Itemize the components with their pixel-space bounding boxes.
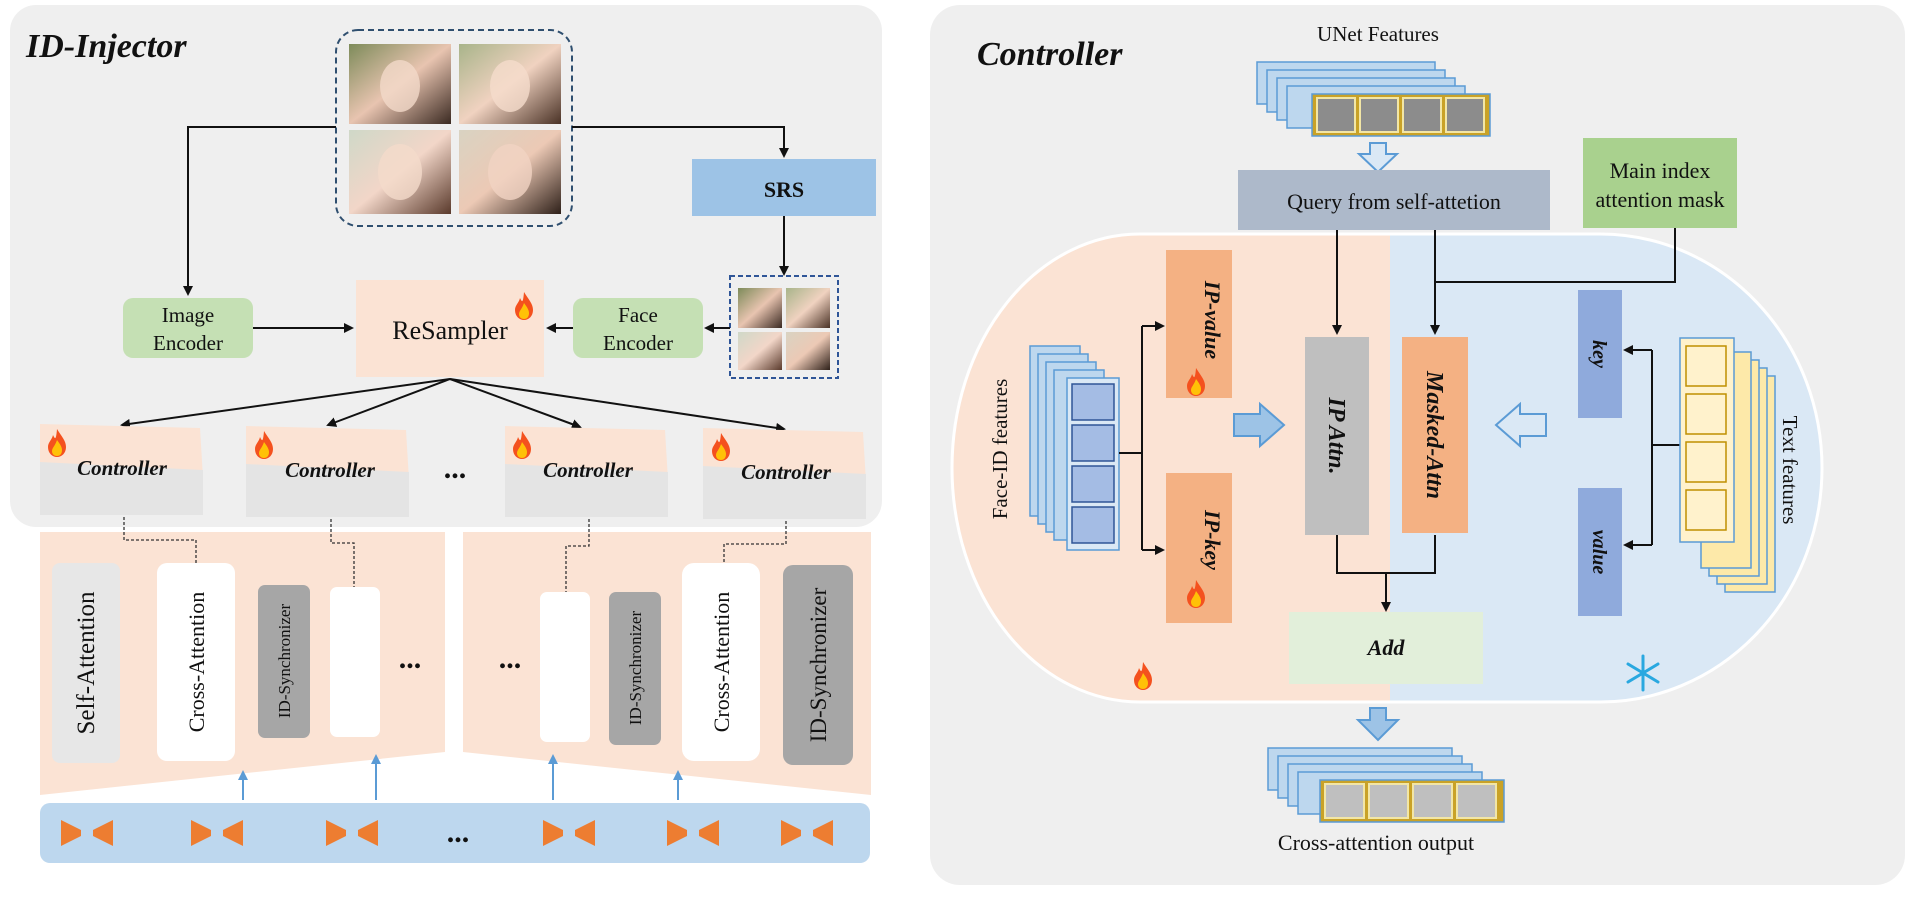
id-synchronizer-label-2: ID-Synchronizer bbox=[626, 611, 645, 726]
main-mask-line2: attention mask bbox=[1596, 187, 1725, 212]
output-block-arrow bbox=[1355, 707, 1401, 742]
key-label: key bbox=[1588, 340, 1610, 368]
add-box bbox=[1289, 612, 1483, 684]
key-box bbox=[1578, 290, 1622, 418]
face-id-features-stack bbox=[1029, 345, 1120, 551]
controller-label-3: Controller bbox=[543, 458, 634, 482]
main-index-mask-box bbox=[1583, 138, 1737, 228]
bottom-bar-ellipsis: ... bbox=[447, 816, 470, 849]
id-synchronizer-block-3 bbox=[783, 565, 853, 765]
image-encoder-line2: Encoder bbox=[153, 331, 223, 355]
id-synchronizer-block-2 bbox=[609, 592, 661, 745]
cross-attention-block-1 bbox=[157, 563, 235, 761]
controller-label-2: Controller bbox=[285, 458, 376, 482]
unet-features-label: UNet Features bbox=[1317, 22, 1439, 46]
unet-ellipsis-2: ... bbox=[499, 642, 522, 675]
resampler bbox=[356, 280, 544, 377]
value-label: value bbox=[1588, 530, 1610, 575]
srs-block bbox=[692, 159, 876, 216]
resampler-label: ReSampler bbox=[392, 316, 508, 345]
id-synchronizer-block-1 bbox=[258, 585, 310, 738]
self-attention-label: Self-Attention bbox=[73, 591, 100, 735]
image-encoder bbox=[123, 298, 253, 358]
id-synchronizer-label-3: ID-Synchronizer bbox=[806, 587, 831, 742]
controller-block-1: Controller bbox=[40, 424, 203, 515]
ip-attn-box bbox=[1305, 337, 1369, 535]
controller-label-4: Controller bbox=[741, 460, 832, 484]
empty-block-2 bbox=[540, 592, 590, 742]
id-injector-panel bbox=[10, 5, 882, 527]
controller-label-1: Controller bbox=[77, 456, 168, 480]
id-injector-title: ID-Injector bbox=[25, 28, 187, 65]
ip-attn-label: IP Attn. bbox=[1323, 397, 1349, 475]
ip-value-label: IP-value bbox=[1200, 280, 1225, 359]
controller-block-3: Controller bbox=[505, 426, 668, 517]
query-label: Query from self-attetion bbox=[1287, 189, 1501, 214]
face-id-features-label: Face-ID features bbox=[988, 379, 1012, 520]
ip-key-label: IP-key bbox=[1200, 509, 1225, 570]
main-mask-line1: Main index bbox=[1610, 158, 1711, 183]
snowflake-icon bbox=[1626, 654, 1660, 692]
cross-attention-block-2 bbox=[682, 563, 760, 761]
face-encoder-line1: Face bbox=[618, 303, 658, 327]
reference-photos bbox=[335, 29, 573, 227]
down-block-arrow bbox=[1356, 142, 1400, 174]
query-box bbox=[1238, 170, 1550, 230]
masked-attn-label: Masked-Attn bbox=[1421, 370, 1447, 499]
controller-title: Controller bbox=[977, 36, 1123, 73]
left-block-arrow bbox=[1494, 401, 1547, 449]
cross-attention-label-1: Cross-Attention bbox=[184, 592, 209, 733]
cross-attention-label-2: Cross-Attention bbox=[709, 592, 734, 733]
id-synchronizer-label-1: ID-Synchronizer bbox=[275, 604, 294, 719]
unet-features-stack bbox=[1256, 61, 1491, 137]
unet-ellipsis-1: ... bbox=[399, 642, 422, 675]
controller-ellipsis: ... bbox=[444, 452, 467, 485]
controller-block-2: Controller bbox=[246, 426, 409, 517]
srs-label: SRS bbox=[764, 177, 804, 202]
text-features-stack bbox=[1679, 337, 1776, 593]
output-label: Cross-attention output bbox=[1278, 830, 1474, 855]
value-box bbox=[1578, 488, 1622, 616]
self-attention-block bbox=[52, 563, 120, 763]
unet-bottom-bar bbox=[40, 803, 870, 863]
image-encoder-line1: Image bbox=[162, 303, 214, 327]
face-encoder-line2: Encoder bbox=[603, 331, 673, 355]
empty-block-1 bbox=[330, 587, 380, 737]
add-label: Add bbox=[1366, 635, 1406, 660]
masked-attn-box bbox=[1402, 337, 1468, 533]
face-encoder bbox=[573, 298, 703, 358]
text-features-label: Text features bbox=[1778, 416, 1802, 525]
controller-block-4: Controller bbox=[703, 428, 866, 519]
right-block-arrow bbox=[1233, 401, 1286, 449]
output-features-stack bbox=[1267, 747, 1505, 823]
